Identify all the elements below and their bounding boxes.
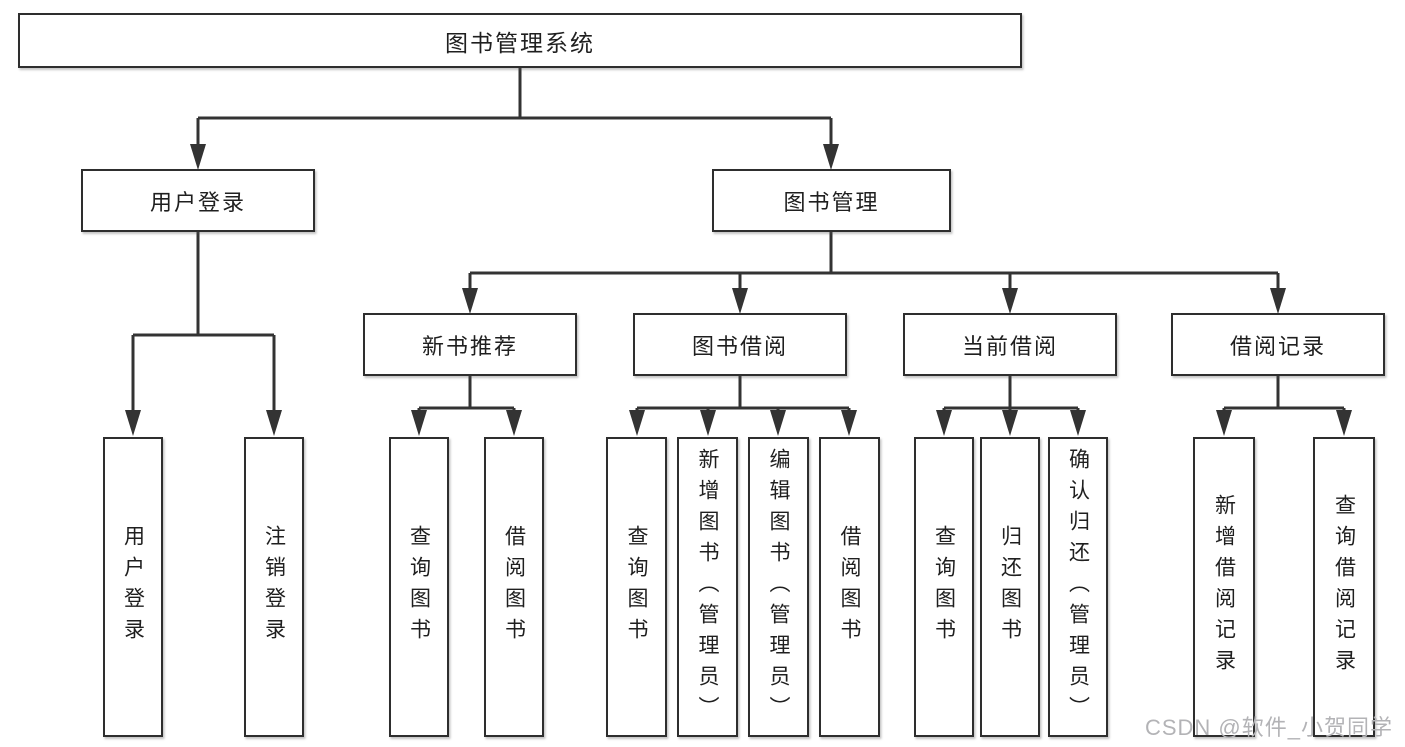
node-label: 确认归还（管理员） [1066, 447, 1090, 727]
node-label: 新增图书（管理员） [696, 447, 719, 727]
node-label: 编辑图书（管理员） [767, 447, 790, 727]
node-recommend-borrow-book: 借阅图书 [484, 437, 544, 737]
node-current-return-book: 归还图书 [980, 437, 1040, 737]
node-book-borrowing: 图书借阅 [633, 313, 847, 376]
node-borrow-add-book-admin: 新增图书（管理员） [677, 437, 738, 737]
node-label: 用户登录 [121, 525, 145, 649]
node-label: 新增借阅记录 [1212, 494, 1236, 680]
node-root: 图书管理系统 [18, 13, 1022, 68]
node-borrowing-records: 借阅记录 [1171, 313, 1385, 376]
node-new-book-recommend: 新书推荐 [363, 313, 577, 376]
node-label: 借阅图书 [502, 525, 526, 649]
node-label: 查询借阅记录 [1332, 494, 1356, 680]
node-records-add-record: 新增借阅记录 [1193, 437, 1255, 737]
node-current-confirm-return-admin: 确认归还（管理员） [1048, 437, 1108, 737]
node-label: 借阅图书 [838, 525, 861, 649]
node-label: 归还图书 [998, 525, 1022, 649]
node-logout: 注销登录 [244, 437, 304, 737]
node-book-management: 图书管理 [712, 169, 951, 232]
node-borrow-query-book: 查询图书 [606, 437, 667, 737]
node-user-login: 用户登录 [81, 169, 315, 232]
node-current-borrowing: 当前借阅 [903, 313, 1117, 376]
node-label: 查询图书 [932, 525, 956, 649]
node-records-query-record: 查询借阅记录 [1313, 437, 1375, 737]
node-login: 用户登录 [103, 437, 163, 737]
node-recommend-query-book: 查询图书 [389, 437, 449, 737]
node-borrow-borrow-book: 借阅图书 [819, 437, 880, 737]
node-label: 查询图书 [407, 525, 431, 649]
watermark-text: CSDN @软件_小贺同学 [1144, 715, 1393, 740]
node-borrow-edit-book-admin: 编辑图书（管理员） [748, 437, 809, 737]
node-label: 注销登录 [262, 525, 286, 649]
node-label: 查询图书 [625, 525, 648, 649]
node-current-query-book: 查询图书 [914, 437, 974, 737]
